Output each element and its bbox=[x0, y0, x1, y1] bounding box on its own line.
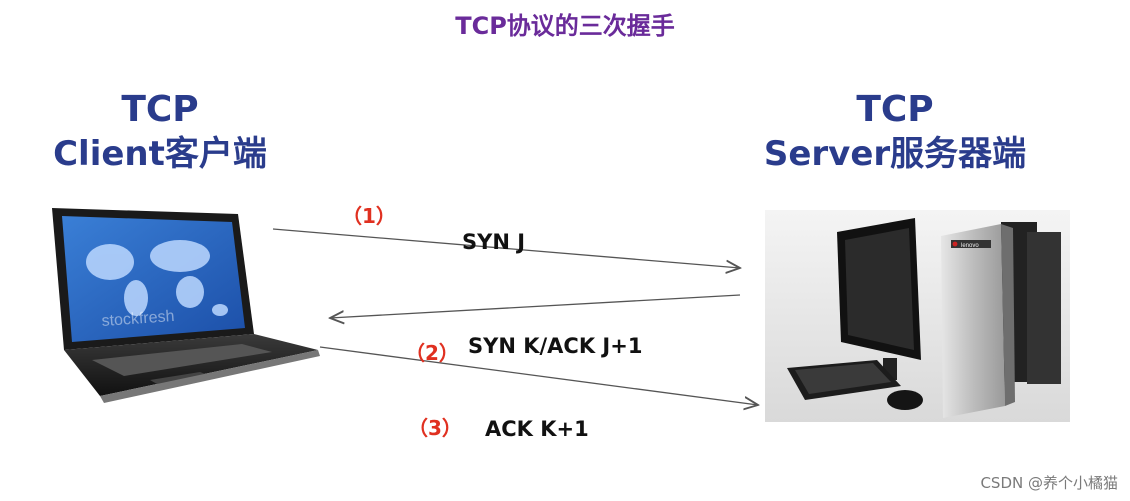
client-heading-line2: Client客户端 bbox=[53, 134, 267, 174]
arrow-syn-ack bbox=[330, 294, 741, 318]
server-brand-label: lenovo bbox=[961, 243, 979, 249]
csdn-watermark: CSDN @养个小橘猫 bbox=[980, 474, 1118, 492]
step-2-label: SYN K/ACK J+1 bbox=[468, 334, 643, 358]
server-heading: TCP Server服务器端 bbox=[740, 88, 1050, 176]
step-3-label: ACK K+1 bbox=[485, 417, 589, 441]
server-computer-icon: lenovo bbox=[765, 210, 1070, 422]
client-heading-line1: TCP bbox=[121, 89, 199, 130]
step-1-number: （1） bbox=[342, 204, 396, 228]
server-heading-line1: TCP bbox=[856, 89, 934, 130]
laptop-screen-watermark: stockfresh bbox=[101, 308, 175, 330]
step-1-label: SYN J bbox=[462, 230, 526, 254]
laptop-icon: stockfresh bbox=[52, 208, 320, 403]
server-heading-line2: Server服务器端 bbox=[763, 134, 1027, 174]
step-3-number: （3） bbox=[408, 416, 462, 440]
diagram-title: TCP协议的三次握手 bbox=[455, 12, 675, 40]
arrow-syn bbox=[272, 228, 740, 268]
arrow-ack bbox=[319, 346, 758, 405]
step-2-number: （2） bbox=[405, 341, 459, 365]
client-heading: TCP Client客户端 bbox=[30, 88, 290, 176]
